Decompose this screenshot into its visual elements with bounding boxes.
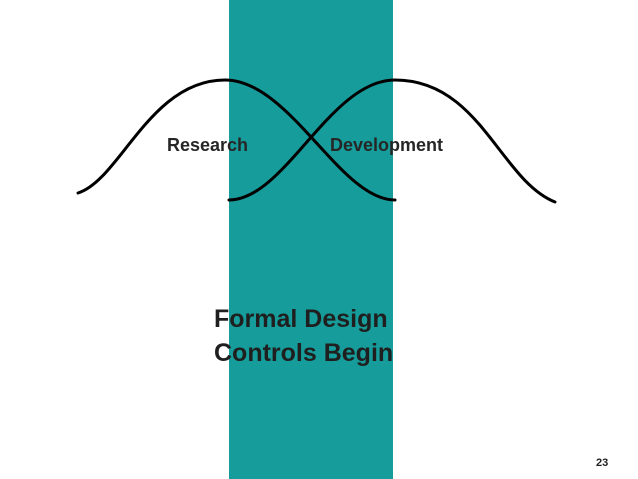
research-label: Research — [167, 135, 249, 155]
caption-line-1: Formal Design — [214, 305, 388, 333]
caption-line-2: Controls Begin — [214, 339, 394, 367]
development-curve — [227, 78, 557, 204]
research-curve — [76, 78, 397, 202]
page-number: 23 — [596, 457, 609, 469]
caption: Formal Design Controls Begin — [214, 302, 393, 370]
teal-band — [229, 0, 393, 479]
development-label: Development — [330, 135, 444, 155]
